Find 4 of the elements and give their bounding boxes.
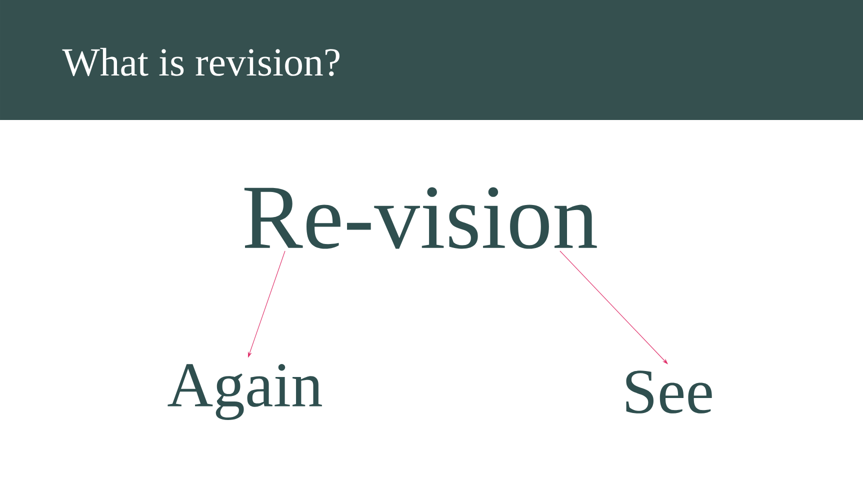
title-banner: What is revision? [0,0,863,120]
word: Re-vision [244,187,597,249]
word: See [626,370,712,414]
word: Again [168,364,322,420]
